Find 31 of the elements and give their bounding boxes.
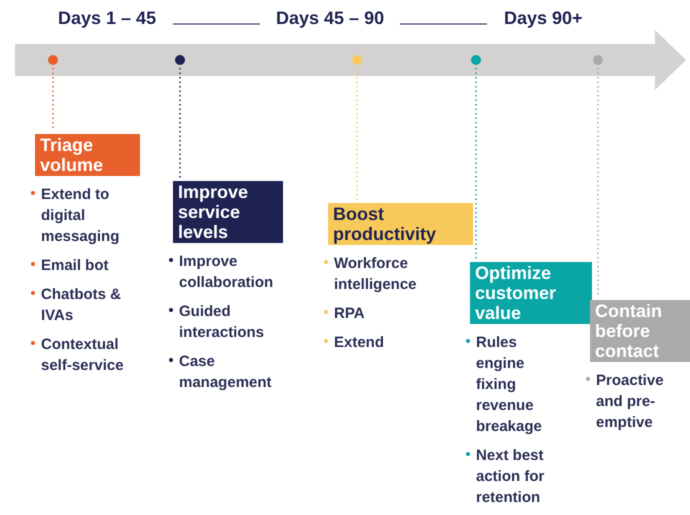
bullet-item: Chatbots & IVAs <box>31 284 130 326</box>
stage-heading: Improve service levels <box>173 181 283 243</box>
timeline-dot <box>48 55 58 65</box>
bullet-item: Contextual self-service <box>31 334 130 376</box>
period-label: Days 90+ <box>504 8 583 29</box>
bullet-item: Next best action for retention <box>466 445 556 508</box>
bullet-item: Case management <box>169 351 273 393</box>
timeline-dot <box>471 55 481 65</box>
timeline-dot <box>175 55 185 65</box>
bullet-item: RPA <box>324 303 463 324</box>
stage-heading: Boost productivity <box>328 203 473 245</box>
leader-line <box>475 68 477 259</box>
period-label: Days 1 – 45 <box>58 8 156 29</box>
stage-heading: Triage volume <box>35 134 140 176</box>
bullet-item: Extend to digital messaging <box>31 184 130 247</box>
bullet-item: Guided interactions <box>169 301 273 343</box>
bullet-item: Rules engine fixing revenue breakage <box>466 332 556 437</box>
timeline-dot <box>352 55 362 65</box>
leader-line <box>52 68 54 131</box>
bullet-item: Proactive and pre-emptive <box>586 370 688 433</box>
stage-heading: Contain before contact <box>590 300 690 362</box>
bullet-item: Email bot <box>31 255 130 276</box>
leader-line <box>179 68 181 178</box>
leader-line <box>597 68 599 297</box>
leader-line <box>356 68 358 200</box>
timeline-dot <box>593 55 603 65</box>
bullet-item: Improve collaboration <box>169 251 273 293</box>
period-label: Days 45 – 90 <box>276 8 384 29</box>
stage-heading: Optimize customer value <box>470 262 592 324</box>
bullet-item: Extend <box>324 332 463 353</box>
bullet-item: Workforce intelligence <box>324 253 463 295</box>
